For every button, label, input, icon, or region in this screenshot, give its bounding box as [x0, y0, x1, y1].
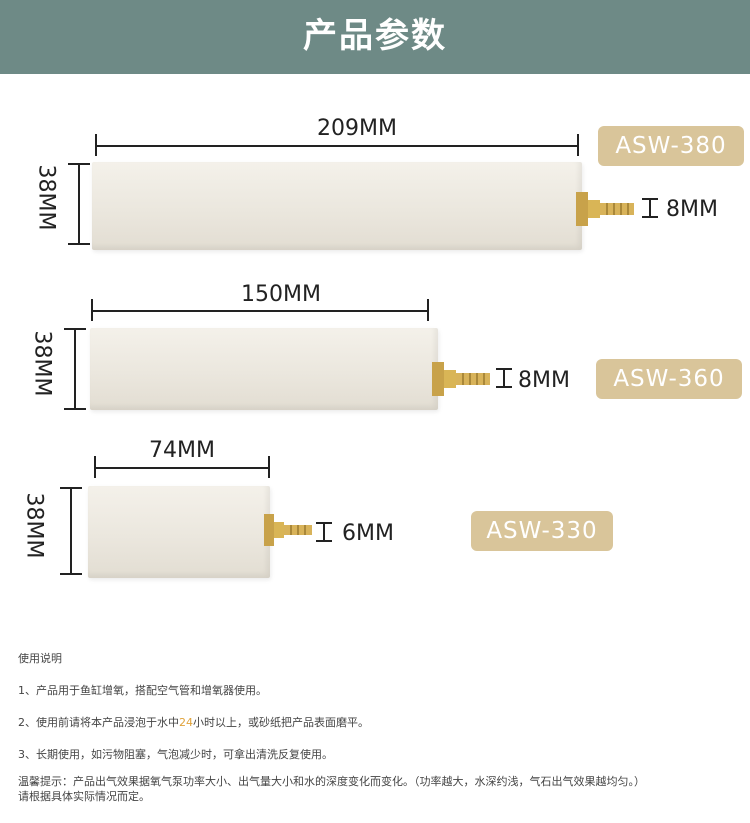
- outlet-label: 8MM: [518, 368, 570, 393]
- model-badge: ASW-380: [598, 126, 744, 166]
- outlet-label: 6MM: [342, 521, 394, 546]
- length-label: 74MM: [149, 438, 215, 463]
- length-dimension-line: [95, 134, 579, 156]
- length-dimension-line: [91, 299, 429, 321]
- brass-nozzle-icon: [432, 356, 492, 406]
- instructions-heading: 使用说明: [18, 652, 62, 665]
- tip-line-1: 温馨提示：产品出气效果据氧气泵功率大小、出气量大小和水的深度变化而变化。（功率越…: [18, 775, 645, 788]
- usage-instructions: 使用说明 1、产品用于鱼缸增氧，搭配空气管和增氧器使用。 2、使用前请将本产品浸…: [18, 650, 738, 804]
- instruction-item-1: 1、产品用于鱼缸增氧，搭配空气管和增氧器使用。: [18, 684, 267, 697]
- model-badge: ASW-330: [471, 511, 613, 551]
- brass-nozzle-icon: [576, 186, 636, 236]
- instruction-item-3: 3、长期使用，如污物阻塞，气泡减少时，可拿出清洗反复使用。: [18, 748, 333, 761]
- outlet-dimension-mark: [316, 522, 332, 542]
- page-header: 产品参数: [0, 0, 750, 74]
- soak-hours-highlight: 24: [179, 716, 193, 729]
- outlet-dimension-mark: [496, 368, 512, 388]
- page-title: 产品参数: [303, 16, 447, 56]
- tip-line-2: 请根据具体实际情况而定。: [18, 790, 150, 803]
- model-badge: ASW-360: [596, 359, 742, 399]
- air-stone-image: [88, 486, 270, 578]
- air-stone-image: [90, 328, 438, 410]
- instruction-item-2-after: 小时以上，或砂纸把产品表面磨平。: [193, 716, 369, 729]
- outlet-label: 8MM: [666, 197, 718, 222]
- outlet-dimension-mark: [642, 198, 658, 218]
- instruction-item-2-before: 2、使用前请将本产品浸泡于水中: [18, 716, 179, 729]
- length-label: 209MM: [317, 116, 397, 141]
- height-label: 38MM: [21, 492, 47, 559]
- height-dimension-line: [68, 163, 90, 245]
- length-dimension-line: [94, 456, 270, 478]
- height-label: 38MM: [29, 330, 55, 397]
- brass-nozzle-icon: [264, 510, 314, 554]
- height-dimension-line: [64, 328, 86, 410]
- height-label: 38MM: [33, 164, 59, 231]
- length-label: 150MM: [241, 282, 321, 307]
- instruction-item-2: 2、使用前请将本产品浸泡于水中24小时以上，或砂纸把产品表面磨平。: [18, 714, 738, 730]
- air-stone-image: [92, 162, 582, 250]
- height-dimension-line: [60, 487, 82, 575]
